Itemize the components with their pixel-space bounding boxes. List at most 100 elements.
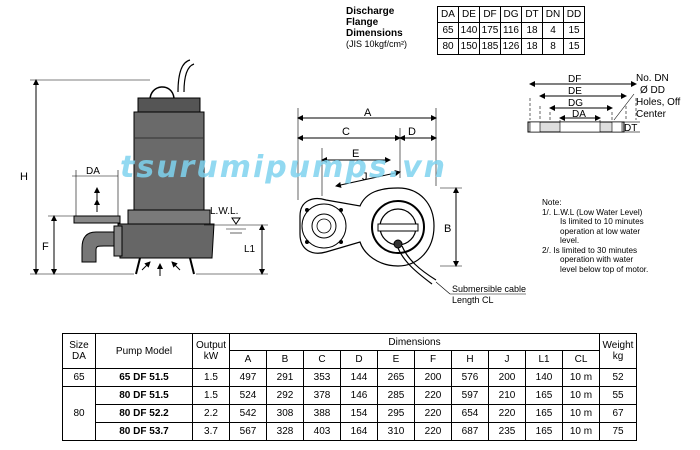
table-cell: 144 bbox=[340, 368, 378, 387]
table-cell-model: 80 DF 52.2 bbox=[95, 404, 193, 423]
table-cell: 265 bbox=[377, 368, 415, 387]
table-cell: 15 bbox=[563, 38, 585, 55]
dim-label-L1: L1 bbox=[244, 244, 256, 255]
table-cell: 378 bbox=[303, 386, 341, 405]
note-line: operation at low water bbox=[560, 226, 641, 236]
dimensions-table: Size DA Pump Model Output kW Dimensions … bbox=[62, 333, 637, 441]
table-cell: 165 bbox=[525, 404, 563, 423]
table-cell: 567 bbox=[229, 422, 267, 441]
table-header-weight: Weight kg bbox=[599, 333, 637, 369]
table-header-model: Pump Model bbox=[95, 333, 193, 369]
table-cell: 15 bbox=[563, 22, 585, 39]
note-line: level. bbox=[560, 236, 580, 245]
dim-label-H: H bbox=[20, 171, 28, 183]
table-cell: 388 bbox=[303, 404, 341, 423]
dim-label-C: C bbox=[342, 126, 350, 138]
table-cell: 295 bbox=[377, 404, 415, 423]
flange-title-line: Flange bbox=[346, 17, 379, 28]
note-line: Is limited to 10 minutes bbox=[560, 217, 644, 226]
table-header-dimensions: Dimensions bbox=[229, 333, 600, 351]
header-text: Weight bbox=[602, 340, 634, 351]
header-text: kW bbox=[203, 351, 219, 362]
table-cell: 80 bbox=[62, 386, 96, 441]
note-line: operation with water bbox=[560, 255, 634, 264]
table-cell: 140 bbox=[525, 368, 563, 387]
table-cell: 10 m bbox=[562, 422, 600, 441]
table-header-row: Size DA Pump Model Output kW Dimensions … bbox=[62, 333, 637, 369]
flange-title-line: Dimensions bbox=[346, 28, 403, 39]
table-cell: 403 bbox=[303, 422, 341, 441]
dim-label-A: A bbox=[364, 107, 372, 119]
table-cell-model: 80 DF 51.5 bbox=[95, 386, 193, 405]
note-line: level below top of motor. bbox=[560, 264, 649, 274]
table-header-cell: H bbox=[451, 350, 489, 369]
flange-title: Discharge Flange Dimensions (JIS 10kgf/c… bbox=[346, 6, 407, 50]
table-header-cell: C bbox=[303, 350, 341, 369]
table-cell: 126 bbox=[500, 38, 522, 55]
table-cell: 542 bbox=[229, 404, 267, 423]
cable-length-label: Length CL bbox=[452, 295, 494, 305]
lwl-label: L.W.L. bbox=[210, 206, 238, 217]
table-cell: 597 bbox=[451, 386, 489, 405]
note-line: 2/. Is limited to 30 minutes bbox=[542, 245, 638, 255]
pump-drawings: H F DA L.W.L. L1 bbox=[20, 59, 680, 305]
table-cell: 1.5 bbox=[192, 368, 230, 387]
dim-label-DT: DT bbox=[624, 123, 637, 134]
table-cell: 220 bbox=[414, 422, 452, 441]
table-cell: 308 bbox=[266, 404, 304, 423]
table-row: 80 80 DF 51.5 1.5 524 292 378 146 285 22… bbox=[62, 386, 637, 441]
table-header-cell: E bbox=[377, 350, 415, 369]
note-block: Note: 1/. L.W.L (Low Water Level) Is lim… bbox=[542, 198, 692, 274]
table-cell: 146 bbox=[340, 386, 378, 405]
dim-label-DA-flange: DA bbox=[572, 109, 586, 120]
table-cell: 2.2 bbox=[192, 404, 230, 423]
table-cell: 200 bbox=[414, 368, 452, 387]
table-cell: 310 bbox=[377, 422, 415, 441]
plan-view: A C D E J ➶ bbox=[297, 107, 526, 305]
table-header-cell: F bbox=[414, 350, 452, 369]
header-text: kg bbox=[612, 351, 624, 362]
table-cell: 10 m bbox=[562, 404, 600, 423]
table-cell: 165 bbox=[525, 422, 563, 441]
flange-subtitle: (JIS 10kgf/cm²) bbox=[346, 39, 408, 49]
table-cell: 235 bbox=[488, 422, 526, 441]
table-header-size: Size DA bbox=[62, 333, 96, 369]
watermark: tsurumipumps.vn bbox=[120, 150, 447, 185]
note-line: 1/. L.W.L (Low Water Level) bbox=[542, 207, 643, 217]
holes-diameter-label: Ø DD bbox=[640, 85, 665, 96]
table-row: 65 65 DF 51.5 1.5 497 291 353 144 265 20… bbox=[62, 368, 637, 387]
table-cell: 353 bbox=[303, 368, 341, 387]
flange-title-line: Discharge bbox=[346, 6, 395, 17]
table-cell: 285 bbox=[377, 386, 415, 405]
flange-detail: DF DE DG DA DT No. DN Ø DD Holes, Off Ce… bbox=[527, 73, 680, 134]
dim-label-E: E bbox=[352, 148, 359, 160]
holes-label: Holes, Off bbox=[636, 97, 680, 108]
table-header-cell: D bbox=[340, 350, 378, 369]
header-text: Size bbox=[69, 340, 89, 351]
table-cell: 165 bbox=[525, 386, 563, 405]
table-cell: 524 bbox=[229, 386, 267, 405]
cable-label: Submersible cable bbox=[452, 284, 526, 294]
table-header-row: DA DE DF DG DT DN DD bbox=[437, 6, 585, 23]
table-header-cell: L1 bbox=[525, 350, 563, 369]
header-text: Output bbox=[195, 340, 227, 351]
table-cell: 210 bbox=[488, 386, 526, 405]
table-row: 80 DF 53.7 3.7 567 328 403 164 310 220 6… bbox=[63, 422, 637, 441]
table-cell: 67 bbox=[599, 404, 637, 423]
table-cell: 576 bbox=[451, 368, 489, 387]
header-text: DA bbox=[72, 351, 86, 362]
note-title: Note: bbox=[542, 198, 562, 207]
table-header-cell: J bbox=[488, 350, 526, 369]
table-cell: 497 bbox=[229, 368, 267, 387]
side-view: H F DA L.W.L. L1 bbox=[20, 59, 268, 276]
dim-label-DG: DG bbox=[568, 98, 583, 109]
dim-label-DA: DA bbox=[86, 166, 100, 177]
holes-center-label: Center bbox=[636, 109, 667, 120]
table-cell: 10 m bbox=[562, 386, 600, 405]
table-header-cell: A bbox=[229, 350, 267, 369]
table-cell: 55 bbox=[599, 386, 637, 405]
table-cell-model: 65 DF 51.5 bbox=[95, 368, 193, 387]
dim-label-B: B bbox=[444, 223, 451, 235]
dim-label-DE: DE bbox=[568, 86, 582, 97]
